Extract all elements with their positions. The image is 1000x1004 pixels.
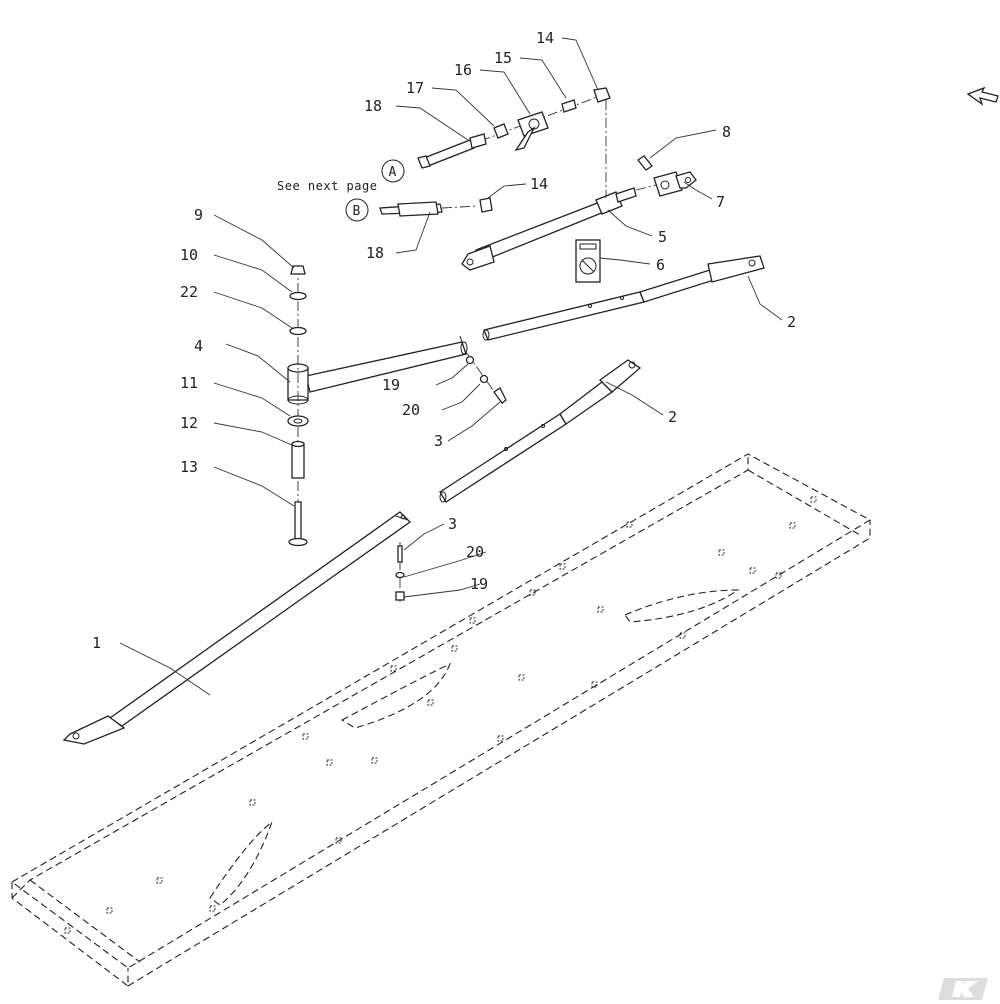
part-5-cylinder (461, 100, 661, 271)
hydraulic-line-a (417, 87, 611, 169)
hydraulic-line-b (379, 197, 493, 217)
callout-19-upper: 19 (382, 376, 400, 394)
callout-16: 16 (454, 61, 472, 79)
circle-label-b: B (345, 198, 369, 222)
callout-15: 15 (494, 49, 512, 67)
callout-7: 7 (716, 193, 725, 211)
callout-10: 10 (180, 246, 198, 264)
callout-8: 8 (722, 123, 731, 141)
frame-tray (11, 453, 872, 988)
callout-13: 13 (180, 458, 198, 476)
part-2-upper-tube (482, 255, 765, 341)
hardware-lower-3-19-20 (395, 542, 405, 602)
callout-14-top: 14 (536, 29, 554, 47)
callout-17: 17 (406, 79, 424, 97)
hardware-upper-3-19-20 (465, 351, 507, 405)
part-1-rod (62, 511, 412, 745)
callout-9: 9 (194, 206, 203, 224)
callout-numbers: 1 2 2 3 3 4 5 6 7 8 9 10 11 12 13 14 14 … (92, 29, 796, 652)
callout-4: 4 (194, 337, 203, 355)
see-next-page-note: See next page (277, 179, 377, 193)
leader-lines (119, 37, 783, 696)
callout-5: 5 (658, 228, 667, 246)
callout-1: 1 (92, 634, 101, 652)
part-4-bracket (287, 335, 468, 405)
callout-19-lower: 19 (470, 575, 488, 593)
brand-logo-icon (938, 978, 988, 1000)
part-8-pin (637, 155, 653, 171)
hardware-stack (287, 265, 309, 547)
circle-label-a: A (381, 159, 405, 183)
part-7-clevis (653, 171, 697, 197)
callout-11: 11 (180, 374, 198, 392)
callout-18-top: 18 (364, 97, 382, 115)
callout-6: 6 (656, 256, 665, 274)
callout-3-lower: 3 (448, 515, 457, 533)
callout-22: 22 (180, 283, 198, 301)
callout-20-upper: 20 (402, 401, 420, 419)
callout-18-bottom: 18 (366, 244, 384, 262)
callout-14-mid: 14 (530, 175, 548, 193)
callout-2-upper: 2 (787, 313, 796, 331)
circle-label-a-text: A (389, 165, 397, 180)
callout-20-lower: 20 (466, 543, 484, 561)
callout-3-upper: 3 (434, 432, 443, 450)
part-2-lower-tube (439, 359, 642, 503)
part-6-decal (575, 239, 601, 283)
circle-label-b-text: B (353, 204, 361, 219)
callout-12: 12 (180, 414, 198, 432)
callout-2-lower: 2 (668, 408, 677, 426)
arrow-icon[interactable] (966, 86, 999, 106)
